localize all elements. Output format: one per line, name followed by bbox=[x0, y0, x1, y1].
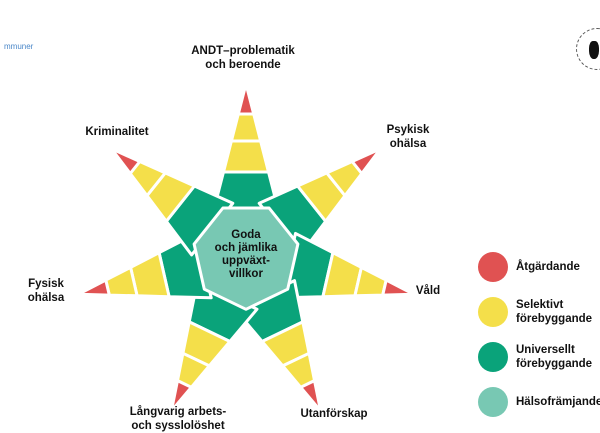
label-utanforskap: Utanförskap bbox=[300, 408, 368, 420]
label-langvarig: Långvarig arbets- och sysslolöshet bbox=[129, 406, 227, 432]
legend-item-atgardande: Åtgärdande bbox=[478, 248, 600, 286]
star-center-halsoframjande bbox=[192, 206, 300, 311]
legend-label: Selektivt förebyggande bbox=[516, 299, 593, 325]
corner-partial-text: mmuner bbox=[4, 42, 34, 51]
label-vald: Våld bbox=[415, 285, 441, 297]
label-psykisk-ohalsa: Psykisk ohälsa bbox=[386, 124, 430, 150]
star-segment-selektivt bbox=[353, 265, 388, 298]
star-segment-atgardande bbox=[236, 82, 256, 116]
legend-swatch bbox=[478, 297, 508, 327]
star-segment-atgardande bbox=[110, 147, 142, 175]
legend: Åtgärdande Selektivt förebyggande Univer… bbox=[478, 248, 600, 428]
star-segment-atgardande bbox=[299, 379, 323, 413]
star-segment-atgardande bbox=[350, 147, 382, 175]
star-segment-atgardande bbox=[381, 278, 416, 297]
legend-label: Universellt förebyggande bbox=[516, 344, 593, 370]
label-kriminalitet: Kriminalitet bbox=[85, 126, 149, 138]
star-segment-atgardande bbox=[76, 278, 111, 297]
star-segment-atgardande bbox=[169, 379, 193, 413]
legend-swatch bbox=[478, 387, 508, 417]
legend-item-universellt: Universellt förebyggande bbox=[478, 338, 600, 376]
legend-item-selektivt: Selektivt förebyggande bbox=[478, 293, 600, 331]
label-fysisk-ohalsa: Fysisk ohälsa bbox=[27, 278, 65, 304]
legend-item-halsoframjande: Hälsofrämjande bbox=[478, 383, 600, 421]
legend-label: Hälsofrämjande bbox=[516, 396, 600, 408]
legend-swatch bbox=[478, 252, 508, 282]
star-segment-selektivt bbox=[222, 139, 270, 174]
star-segment-selektivt bbox=[104, 265, 139, 298]
label-andt: ANDT–problematik och beroende bbox=[191, 45, 295, 71]
legend-swatch bbox=[478, 342, 508, 372]
legend-label: Åtgärdande bbox=[516, 261, 580, 273]
star-segment-selektivt bbox=[229, 112, 263, 143]
